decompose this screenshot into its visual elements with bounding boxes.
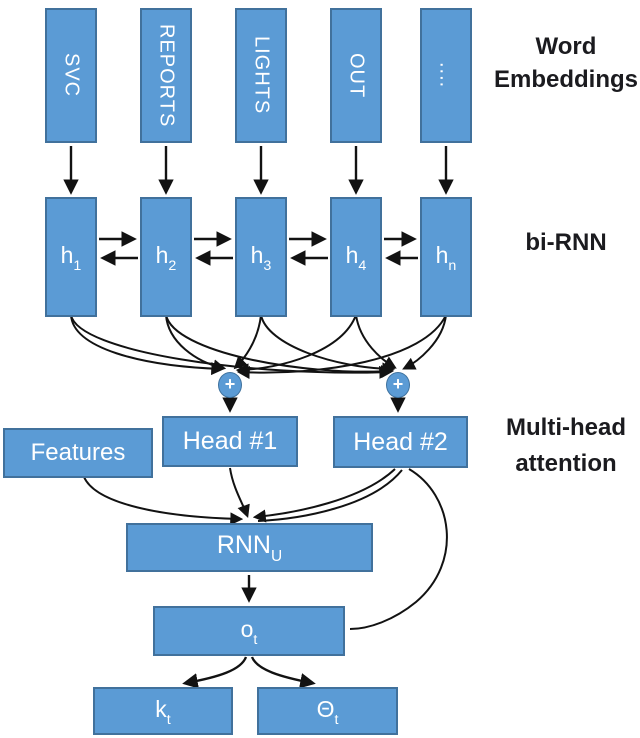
features-box: Features bbox=[3, 428, 153, 478]
rnn-box-h4: h4 bbox=[330, 197, 382, 317]
thetat-label: Θt bbox=[316, 695, 339, 729]
curve-h1-to-plus2 bbox=[70, 314, 393, 379]
rnnu-label: RNNU bbox=[216, 531, 283, 566]
head2-label: Head #2 bbox=[353, 427, 448, 456]
word-box-svc: SVC bbox=[45, 8, 97, 143]
word-box-ellipsis: .... bbox=[420, 8, 472, 143]
rnn-box-label: h1 bbox=[60, 241, 82, 275]
features-label: Features bbox=[30, 439, 126, 466]
curve-h4-to-plus2 bbox=[355, 314, 397, 369]
word-box-out: OUT bbox=[330, 8, 382, 143]
head1-label: Head #1 bbox=[182, 427, 278, 455]
head2-box: Head #2 bbox=[333, 416, 468, 468]
curve-head2-to-ot bbox=[349, 468, 448, 630]
rnn-box-h2: h2 bbox=[140, 197, 192, 317]
head1-box: Head #1 bbox=[162, 416, 298, 467]
rnn-box-h1: h1 bbox=[45, 197, 97, 317]
kt-box: kt bbox=[93, 687, 233, 735]
word-box-label: LIGHTS bbox=[250, 36, 273, 115]
word-box-label: OUT bbox=[345, 52, 368, 99]
ot-box: ot bbox=[153, 606, 345, 656]
word-box-lights: LIGHTS bbox=[235, 8, 287, 143]
plus-node-1: + bbox=[218, 372, 242, 398]
curve-h3-to-plus2 bbox=[260, 314, 396, 376]
word-box-label: REPORTS bbox=[155, 23, 178, 128]
bi-rnn-label: bi-RNN bbox=[525, 229, 607, 256]
curve-ot-to-thetat bbox=[250, 656, 316, 689]
curve-hn-to-plus1 bbox=[236, 314, 447, 379]
curve-h2-to-plus1 bbox=[165, 314, 227, 373]
plus-icon: + bbox=[392, 374, 404, 394]
plus-icon: + bbox=[224, 374, 236, 394]
ot-label: ot bbox=[240, 615, 258, 649]
curve-head1-to-rnnu bbox=[229, 467, 250, 519]
plus-node-2: + bbox=[386, 372, 410, 398]
thetat-box: Θt bbox=[257, 687, 398, 735]
curve-h1-to-plus1 bbox=[70, 314, 225, 376]
rnn-box-label: h4 bbox=[345, 241, 367, 275]
curve-hn-to-plus2 bbox=[402, 314, 447, 370]
multihead-line1: Multi-head bbox=[506, 414, 626, 441]
rnn-box-label: h3 bbox=[250, 241, 272, 275]
curve-head2-to-rnnu-a bbox=[252, 468, 396, 523]
rnn-box-hn: hn bbox=[420, 197, 472, 317]
rnn-box-label: h2 bbox=[155, 241, 177, 275]
multihead-line2: attention bbox=[515, 450, 617, 477]
word-box-reports: REPORTS bbox=[140, 8, 192, 143]
rnnu-box: RNNU bbox=[126, 523, 373, 572]
word-embeddings-line1: Word bbox=[535, 33, 597, 60]
word-box-label: SVC bbox=[60, 53, 83, 98]
rnn-box-label: hn bbox=[435, 241, 457, 275]
word-box-label: .... bbox=[435, 62, 458, 89]
curve-h2-to-plus2 bbox=[165, 314, 395, 379]
kt-label: kt bbox=[155, 695, 171, 729]
word-embeddings-line2: Embeddings bbox=[493, 66, 638, 93]
curve-head2-to-rnnu-b bbox=[257, 469, 403, 522]
curve-ot-to-kt bbox=[182, 656, 248, 689]
rnn-box-h3: h3 bbox=[235, 197, 287, 317]
multihead-attention-label: Multi-head attention bbox=[482, 410, 640, 482]
word-embeddings-label: Word Embeddings bbox=[482, 30, 640, 96]
curve-features-to-rnnu bbox=[83, 476, 244, 526]
